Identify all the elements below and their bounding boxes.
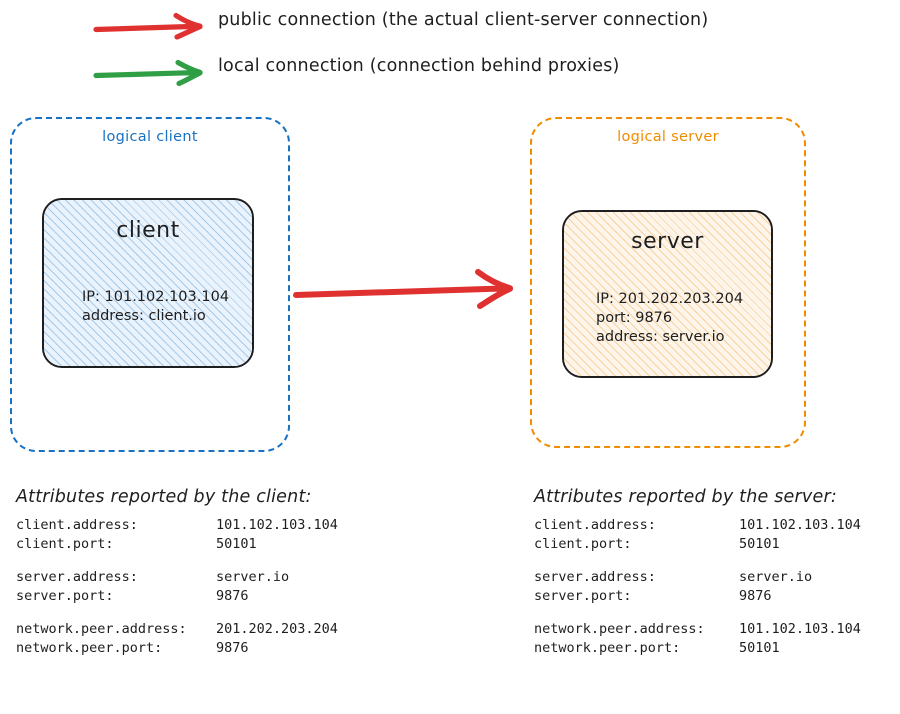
attribute-key: server.port:	[16, 588, 114, 604]
server-node-details: IP: 201.202.203.204 port: 9876 address: …	[596, 290, 743, 347]
attribute-row: server.address: server.io	[534, 568, 900, 587]
attribute-row: network.peer.address: 201.202.203.204	[16, 620, 436, 639]
attribute-value: 9876	[216, 640, 249, 656]
logical-client-label: logical client	[102, 129, 198, 145]
attribute-value: 50101	[216, 536, 257, 552]
attribute-row: client.address: 101.102.103.104	[16, 516, 436, 535]
attribute-key: server.address:	[534, 569, 656, 585]
server-node: server IP: 201.202.203.204 port: 9876 ad…	[562, 210, 773, 378]
server-attributes-panel: Attributes reported by the server: clien…	[534, 487, 900, 672]
attribute-row: client.port: 50101	[534, 535, 900, 554]
attribute-key: network.peer.port:	[16, 640, 163, 656]
attribute-row: client.address: 101.102.103.104	[534, 516, 900, 535]
server-attributes-heading: Attributes reported by the server:	[534, 487, 837, 507]
attribute-row: client.port: 50101	[16, 535, 436, 554]
attribute-row: network.peer.address: 101.102.103.104	[534, 620, 900, 639]
client-node-title: client	[116, 218, 180, 243]
client-node-details: IP: 101.102.103.104 address: client.io	[82, 288, 229, 326]
attribute-value: 50101	[739, 536, 780, 552]
logical-server-label: logical server	[617, 129, 719, 145]
attribute-value: 101.102.103.104	[739, 621, 861, 637]
attribute-key: server.port:	[534, 588, 632, 604]
attribute-key: network.peer.port:	[534, 640, 681, 656]
attribute-group: network.peer.address: 201.202.203.204 ne…	[16, 620, 436, 658]
attribute-value: 201.202.203.204	[216, 621, 338, 637]
server-node-detail-line: IP: 201.202.203.204	[596, 291, 744, 307]
server-node-detail-line: port: 9876	[596, 310, 673, 326]
attribute-group: client.address: 101.102.103.104 client.p…	[16, 516, 436, 554]
public-connection-arrow-icon	[293, 269, 513, 309]
attribute-key: network.peer.address:	[534, 621, 705, 637]
arrow-right-icon	[93, 12, 203, 40]
arrow-right-icon	[93, 59, 203, 87]
logical-client-container: logical client	[10, 117, 290, 452]
attribute-key: client.address:	[534, 517, 656, 533]
attribute-group: network.peer.address: 101.102.103.104 ne…	[534, 620, 900, 658]
attribute-row: server.port: 9876	[534, 587, 900, 606]
attribute-row: server.address: server.io	[16, 568, 436, 587]
legend-label-local: local connection (connection behind prox…	[218, 56, 620, 76]
attribute-value: 9876	[739, 588, 772, 604]
attribute-key: client.port:	[16, 536, 114, 552]
client-node-hatch-fill	[44, 200, 252, 366]
attribute-group: client.address: 101.102.103.104 client.p…	[534, 516, 900, 554]
attribute-value: 101.102.103.104	[739, 517, 861, 533]
attribute-key: client.port:	[534, 536, 632, 552]
attribute-row: network.peer.port: 50101	[534, 639, 900, 658]
attribute-value: 101.102.103.104	[216, 517, 338, 533]
client-node-detail-line: address: client.io	[82, 308, 206, 324]
attribute-group: server.address: server.io server.port: 9…	[534, 568, 900, 606]
client-node: client IP: 101.102.103.104 address: clie…	[42, 198, 254, 368]
client-attributes-panel: Attributes reported by the client: clien…	[16, 487, 436, 672]
attribute-row: network.peer.port: 9876	[16, 639, 436, 658]
attribute-value: server.io	[739, 569, 813, 585]
attribute-value: 9876	[216, 588, 249, 604]
client-attributes-heading: Attributes reported by the client:	[16, 487, 312, 507]
attribute-key: client.address:	[16, 517, 138, 533]
legend-label-public: public connection (the actual client-ser…	[218, 10, 709, 30]
attribute-key: network.peer.address:	[16, 621, 187, 637]
attribute-group: server.address: server.io server.port: 9…	[16, 568, 436, 606]
server-node-hatch-fill	[564, 212, 771, 376]
logical-server-container: logical server	[530, 117, 806, 448]
attribute-row: server.port: 9876	[16, 587, 436, 606]
legend: public connection (the actual client-ser…	[0, 0, 900, 105]
attribute-key: server.address:	[16, 569, 138, 585]
server-node-detail-line: address: server.io	[596, 329, 725, 345]
attribute-value: 50101	[739, 640, 780, 656]
server-node-title: server	[631, 229, 704, 254]
attribute-value: server.io	[216, 569, 290, 585]
client-node-detail-line: IP: 101.102.103.104	[82, 289, 230, 305]
